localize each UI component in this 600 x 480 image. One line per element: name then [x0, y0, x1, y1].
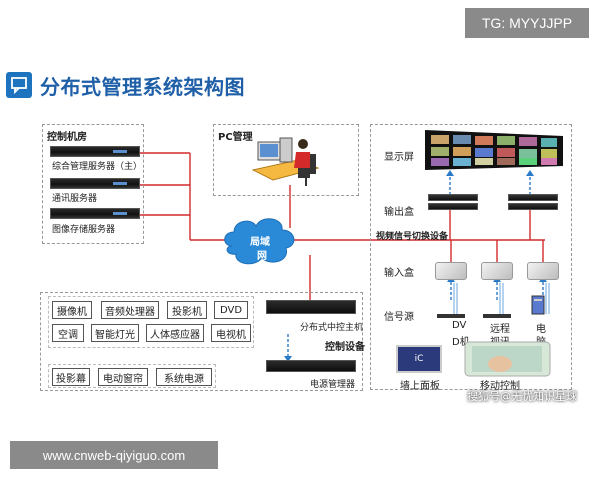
page-title: 分布式管理系统架构图 [40, 75, 245, 99]
server-1 [50, 146, 140, 157]
output-box-2a [508, 194, 558, 201]
server-3-label: 图像存储服务器 [52, 225, 116, 235]
input-label: 输入盒 [384, 268, 414, 279]
site-watermark: www.cnweb-qiyiguo.com [10, 441, 218, 469]
lan-label-2: 网 [257, 251, 267, 262]
source-1-label-line2: D机 [452, 337, 470, 348]
device-system-power: 系统电源 [156, 368, 212, 386]
pc-operator-icon [251, 137, 320, 186]
output-label: 输出盒 [384, 207, 414, 218]
device-electric-curtain: 电动窗帘 [98, 368, 148, 386]
server-2 [50, 178, 140, 189]
display-label: 显示屏 [384, 152, 414, 163]
input-box-2 [481, 262, 513, 280]
pc-management-title: PC管理 [218, 132, 253, 143]
device-air-conditioner: 空调 [52, 324, 84, 342]
server-3 [50, 208, 140, 219]
lan-cloud [224, 218, 295, 265]
device-audio-processor: 音频处理器 [101, 301, 159, 319]
device-camera: 摄像机 [52, 301, 92, 319]
mobile-control-tablet [464, 341, 551, 377]
control-room-title: 控制机房 [47, 132, 87, 143]
wall-panel-label: 墙上面板 [400, 381, 440, 392]
sohu-watermark: 搜狐号@无忧知识星球 [467, 390, 577, 403]
remote-video-device [483, 314, 511, 318]
power-manager [266, 360, 356, 372]
control-host-label: 分布式中控主机 [300, 323, 364, 333]
computer-tower-icon [531, 295, 545, 315]
lan-label-1: 局域 [250, 237, 270, 248]
device-dvd: DVD [214, 301, 248, 319]
display-side-box [370, 124, 572, 390]
pc-management-box [213, 124, 359, 196]
chat-icon [6, 72, 32, 98]
server-2-label: 通讯服务器 [52, 194, 98, 204]
devices-group-2 [48, 364, 216, 388]
input-box-1 [435, 262, 467, 280]
device-projection-screen: 投影幕 [52, 368, 90, 386]
video-wall [425, 130, 563, 170]
mobile-control-label: 移动控制 [480, 381, 520, 392]
device-smart-lighting: 智能灯光 [91, 324, 139, 342]
control-devices-box [40, 292, 363, 391]
dvd-device [437, 314, 465, 318]
source-label: 信号源 [384, 312, 414, 323]
device-tv: 电视机 [211, 324, 251, 342]
device-body-sensor: 人体感应器 [146, 324, 204, 342]
devices-group-1 [48, 296, 254, 348]
wall-panel: iC [396, 345, 442, 373]
output-box-2b [508, 203, 558, 210]
distributed-control-host [266, 300, 356, 314]
power-manager-label: 电源管理器 [310, 380, 356, 390]
output-box-1a [428, 194, 478, 201]
output-box-1b [428, 203, 478, 210]
source-3-label: 电 [536, 324, 546, 335]
device-projector: 投影机 [167, 301, 207, 319]
server-1-label: 综合管理服务器（主） [52, 162, 143, 172]
switch-label: 视频信号切换设备 [376, 232, 449, 242]
source-1-label: DV [452, 320, 467, 331]
input-box-3 [527, 262, 559, 280]
tg-badge: TG: MYYJJPP [465, 8, 589, 38]
control-devices-section-label: 控制设备 [325, 342, 365, 353]
source-2-label: 远程 [490, 324, 510, 335]
control-room-box [42, 124, 144, 244]
